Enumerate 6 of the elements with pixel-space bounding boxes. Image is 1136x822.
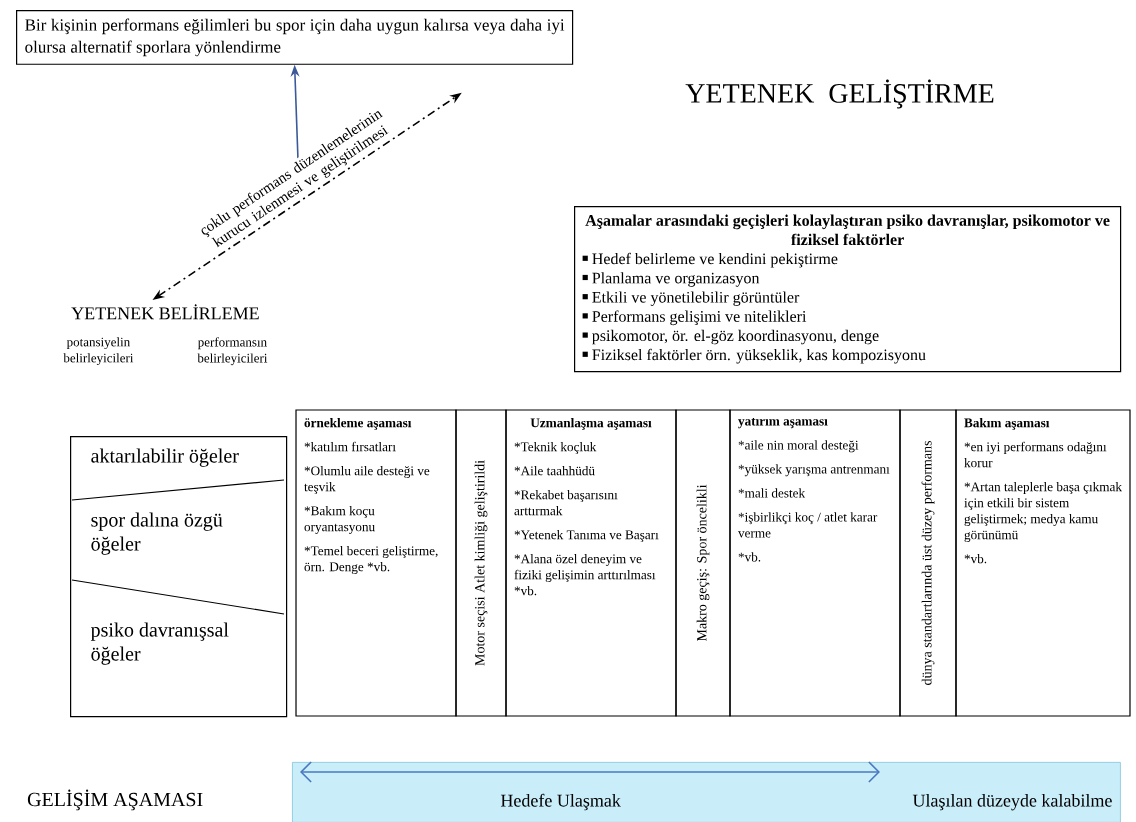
phase-band: Hedefe Ulaşmak Ulaşılan düzeyde kalabilme (292, 762, 1121, 822)
stage-label: GELİŞİM AŞAMASI (27, 789, 203, 811)
text-box: Bir kişinin performans eğilimleri bu spor için daha uygun kalırsa veya daha iyi olursa alternatif sporlara yönlendirme (16, 10, 574, 65)
title: YETENEK GELİŞTİRME (685, 79, 994, 109)
factor-box: Aşamalar arasındaki geçişleri kolaylaştıran psiko davranışlar, psikomotor ve fiziksel faktörler Hedef belirleme ve kendini pekiştirme Planlama ve organizasyon Etkili ve yönetilebilir görüntüler Performans gelişimi ve nitelikleri psikomotor, ör. el-göz koordinasyonu, denge Fiziksel faktörler örn. yükseklik, kas kompozisyonu (574, 206, 1122, 373)
element-box: aktarılabilir öğeler spor dalına özgü öğeler psiko davranışsal öğeler (70, 435, 288, 718)
